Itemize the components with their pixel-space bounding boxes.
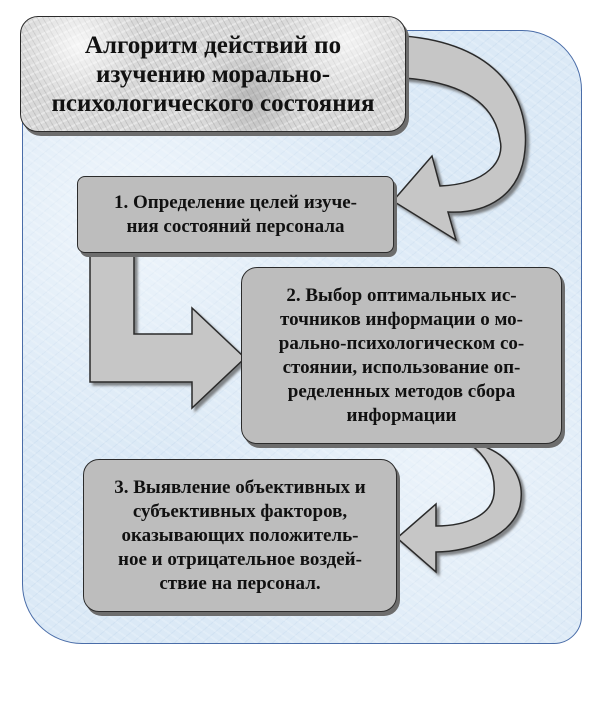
algorithm-title: Алгоритм действий по изучению морально- …	[51, 31, 374, 118]
step-line: оказывающих положитель-	[121, 524, 359, 546]
step-line: точников информации о мо-	[280, 308, 523, 330]
step-2-box: 2. Выбор оптимальных ис- точников информ…	[241, 267, 562, 444]
step-line: стоянии, использование оп-	[282, 356, 521, 378]
title-line: изучению морально-	[95, 60, 331, 88]
step-line: ния состояний персонала	[126, 215, 345, 237]
step-line: рально-психологическом со-	[278, 332, 525, 354]
algorithm-title-box: Алгоритм действий по изучению морально- …	[20, 16, 406, 132]
step-2-text: 2. Выбор оптимальных ис- точников информ…	[279, 284, 524, 428]
step-line: 1. Определение целей изуче-	[113, 191, 358, 213]
step-1-box: 1. Определение целей изуче- ния состояни…	[77, 176, 394, 253]
step-line: ределенных методов сбора	[287, 380, 516, 402]
step-line: ное и отрицательное воздей-	[118, 548, 362, 570]
step-line: информации	[346, 404, 457, 426]
title-line: Алгоритм действий по	[84, 31, 342, 59]
step-line: 2. Выбор оптимальных ис-	[286, 284, 517, 306]
curved-arrow-title-to-step1	[391, 35, 527, 242]
curved-arrow-step2-to-step3	[395, 443, 522, 574]
elbow-arrow-step1-to-step2	[89, 252, 247, 410]
step-line: субъективных факторов,	[132, 500, 348, 522]
title-line: психологического состояния	[51, 89, 375, 117]
step-line: 3. Выявление объективных и	[114, 476, 366, 498]
step-line: ствие на персонал.	[159, 572, 321, 594]
step-1-text: 1. Определение целей изуче- ния состояни…	[114, 191, 357, 239]
step-3-text: 3. Выявление объективных и субъективных …	[114, 476, 365, 596]
step-3-box: 3. Выявление объективных и субъективных …	[83, 459, 397, 612]
